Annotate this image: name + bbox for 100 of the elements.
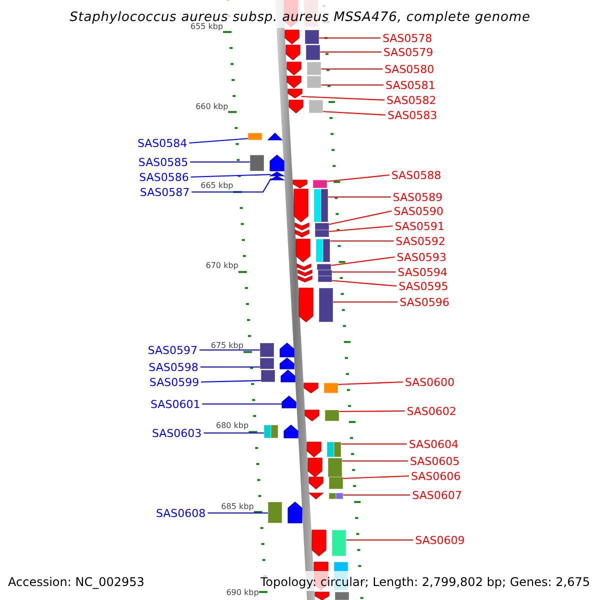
gene-feature (304, 383, 338, 393)
scale-label: 665 kbp (200, 181, 234, 191)
gene-label: SAS0600 (404, 376, 455, 388)
leader-line (342, 494, 410, 496)
gene-feature (295, 230, 330, 237)
gene-feature (268, 502, 302, 523)
leader-line (189, 138, 249, 144)
gene-feature (308, 458, 342, 477)
leader-line (331, 280, 397, 287)
gene-label: SAS0584 (137, 136, 188, 150)
gene-feature (309, 493, 344, 499)
leader-line (318, 37, 380, 39)
gene-feature (260, 343, 294, 357)
leader-line (204, 432, 264, 434)
gene-label: SAS0602 (406, 404, 456, 418)
scale-label: 675 kbp (210, 341, 244, 351)
scale-label: 660 kbp (196, 102, 228, 112)
scale-label: 680 kbp (216, 421, 249, 431)
gene-label: SAS0605 (410, 454, 460, 468)
gene-label: SAS0609 (415, 534, 465, 546)
scale-label: 670 kbp (206, 261, 238, 271)
gene-label: SAS0586 (139, 170, 189, 184)
leader-line (201, 380, 262, 383)
leader-line (340, 443, 407, 445)
gene-label: SAS0581 (386, 78, 436, 92)
leader-line (301, 96, 385, 101)
accession-text: Accession: NC_002953 (8, 575, 144, 589)
scale-label: 690 kbp (226, 588, 259, 598)
gene-feature (305, 410, 340, 421)
gene-feature (260, 358, 294, 369)
leader-line (320, 68, 382, 70)
gene-feature (298, 276, 332, 282)
gene-feature (297, 264, 332, 270)
gene-label: SAS0594 (398, 266, 448, 278)
gene-label: SAS0579 (383, 46, 434, 58)
gene-feature (299, 288, 334, 322)
gene-label: SAS0583 (387, 108, 438, 122)
leader-line (320, 84, 384, 86)
gene-feature (295, 223, 330, 230)
leader-line (190, 174, 271, 178)
leader-line (330, 256, 395, 266)
gene-feature (298, 270, 332, 276)
gene-feature (288, 100, 323, 113)
gene-label: SAS0587 (140, 186, 190, 198)
gene-feature (270, 176, 284, 180)
gene-feature (286, 45, 320, 60)
gene-label: SAS0592 (396, 234, 446, 248)
gene-label: SAS0591 (394, 220, 444, 232)
gene-feature (282, 396, 296, 408)
leader-line (200, 366, 261, 368)
gene-label: SAS0590 (394, 204, 444, 218)
gene-label: SAS0589 (392, 190, 442, 204)
gene-feature (284, 30, 319, 44)
gene-feature (286, 62, 321, 75)
leader-line (200, 349, 260, 351)
gene-label: SAS0585 (138, 156, 188, 168)
gene-label: SAS0596 (400, 296, 450, 308)
genome-summary: Topology: circular; Length: 2,799,802 bp; Genes: 2,675 (260, 575, 590, 589)
gene-feature (294, 189, 328, 222)
gene-label: SAS0606 (410, 470, 461, 482)
gene-feature (306, 442, 341, 457)
gene-label: SAS0595 (398, 280, 448, 292)
gene-label: SAS0578 (382, 32, 432, 44)
gene-label: SAS0598 (148, 360, 198, 374)
leader-line (192, 178, 272, 193)
leader-line (341, 460, 408, 462)
gene-feature (264, 425, 298, 438)
leader-line (328, 210, 392, 226)
gene-feature (248, 133, 282, 140)
gene-feature (287, 76, 322, 88)
leader-line (202, 403, 283, 405)
leader-line (342, 475, 409, 480)
gene-label: SAS0604 (408, 438, 459, 450)
leader-line (190, 161, 250, 163)
gene-label: SAS0607 (412, 488, 462, 502)
leader-line (327, 196, 391, 198)
leader-line (319, 51, 382, 53)
scale-label: 655 kbp (190, 22, 224, 32)
leader-line (326, 174, 390, 182)
leader-line (331, 271, 396, 273)
leader-line (338, 410, 405, 412)
leader-line (345, 539, 414, 541)
gene-label: SAS0593 (396, 250, 446, 264)
leader-line (337, 381, 403, 386)
gene-label: SAS0580 (384, 62, 434, 76)
leader-line (322, 110, 386, 116)
gene-label: SAS0601 (150, 398, 200, 410)
gene-feature (314, 592, 349, 600)
gene-feature (250, 155, 284, 171)
gene-feature (288, 89, 302, 98)
leader-line (328, 225, 393, 232)
gene-label: SAS0599 (149, 376, 200, 388)
gene-label: SAS0603 (152, 426, 202, 440)
gene-label: SAS0582 (386, 94, 436, 106)
leader-line (332, 301, 398, 303)
scale-label: 685 kbp (221, 502, 254, 512)
gene-feature (308, 477, 343, 489)
gene-feature (296, 239, 330, 262)
gene-feature (292, 180, 327, 188)
leader-line (208, 512, 269, 514)
